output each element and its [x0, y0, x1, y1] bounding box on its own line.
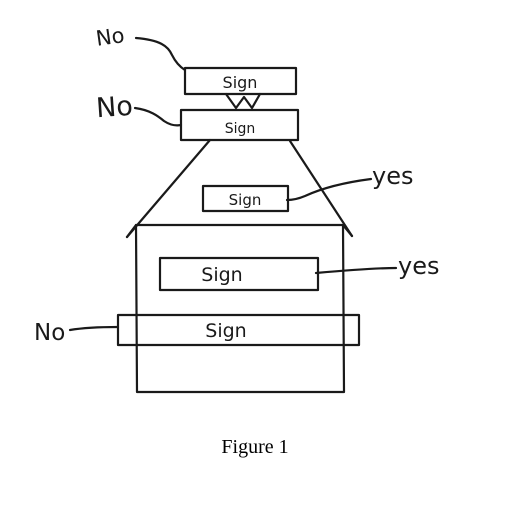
label-roof-sign: yes	[372, 162, 413, 190]
label-top-sign: No	[94, 23, 126, 51]
roof-left-slope	[125, 138, 212, 239]
second-sign-text: Sign	[225, 121, 256, 137]
building-walls	[134, 223, 346, 394]
top-sign-text: Sign	[223, 73, 258, 92]
roof-sign-text: Sign	[229, 191, 262, 209]
roof-sign-box	[201, 184, 290, 213]
label-wall-sign: yes	[398, 252, 439, 280]
top-sign-box	[183, 66, 298, 96]
sign-connector-zigzag	[224, 92, 262, 110]
wide-sign-text: Sign	[205, 320, 246, 342]
roof-right-slope	[288, 139, 354, 238]
leader-wide-sign	[68, 325, 120, 332]
leader-top-sign	[134, 36, 187, 72]
leader-roof-sign	[285, 177, 373, 202]
label-wide-sign: No	[34, 320, 65, 346]
figure-caption: Figure 1	[221, 436, 289, 458]
leader-wall-sign	[314, 266, 398, 275]
building-eave-line	[125, 223, 354, 239]
wide-sign-box	[116, 313, 361, 347]
label-second-sign: No	[95, 91, 134, 124]
wall-sign-text: Sign	[201, 264, 242, 286]
wall-sign-box	[158, 256, 320, 292]
leader-second-sign	[133, 106, 183, 127]
